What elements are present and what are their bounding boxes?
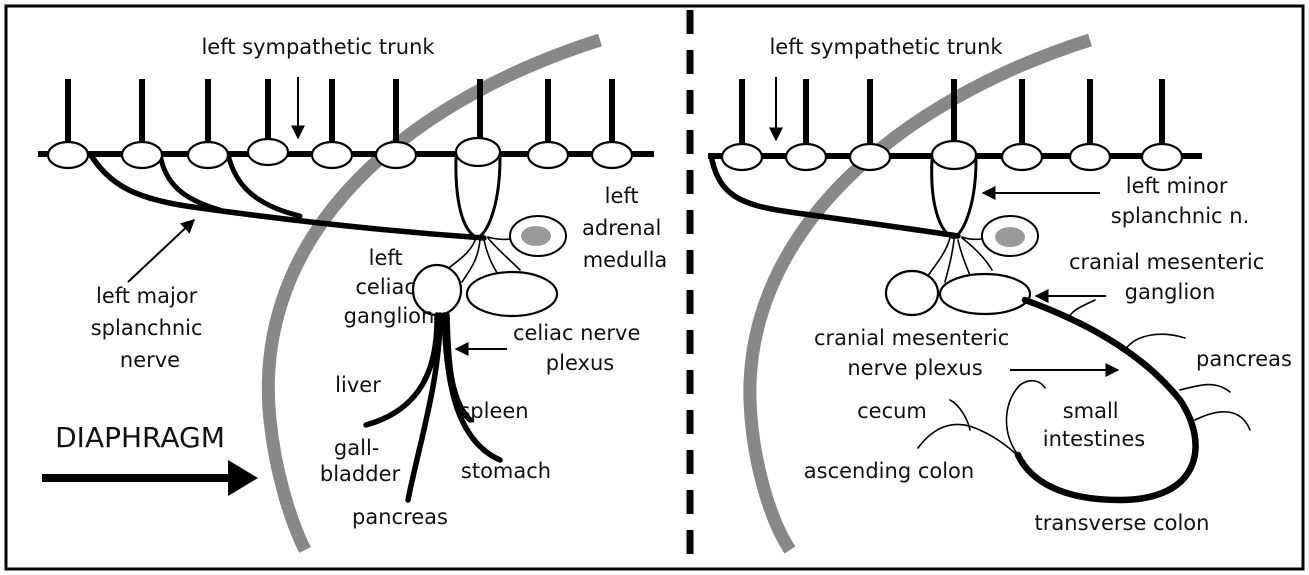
- right-cranial-mesenteric-ganglion: [940, 274, 1030, 314]
- organ-ascending-colon-label: ascending colon: [804, 459, 974, 483]
- diaphragm-label: DIAPHRAGM: [55, 421, 225, 454]
- left-rami: [68, 79, 612, 152]
- right-sympathetic-trunk-label: left sympathetic trunk: [769, 35, 1003, 59]
- right-panel: left sympathetic trunk left minor splanc…: [708, 35, 1292, 550]
- organ-pancreas-label-right: pancreas: [1196, 347, 1292, 371]
- left-adrenal-medulla: [521, 226, 551, 246]
- left-cranial-mesenteric-ganglion: [467, 272, 557, 316]
- left-major-splanchnic-label: left major splanchnic nerve: [91, 284, 210, 372]
- right-minor-splanchnic-label: left minor splanchnic n.: [1111, 174, 1250, 228]
- left-major-splanchnic-arrow: [128, 220, 194, 282]
- right-plexus-label: cranial mesenteric nerve plexus: [814, 326, 1016, 380]
- left-panel: left sympathetic trunk left major splanc…: [38, 35, 668, 550]
- right-celiac-ganglion: [886, 271, 938, 315]
- left-sympathetic-trunk-label: left sympathetic trunk: [201, 35, 435, 59]
- organ-liver-label: liver: [335, 373, 381, 397]
- organ-pancreas-label-left: pancreas: [352, 505, 448, 529]
- organ-small-intestines-label: small intestines: [1043, 399, 1145, 451]
- organ-transverse-colon-label: transverse colon: [1035, 511, 1210, 535]
- organ-cecum-label: cecum: [857, 399, 927, 423]
- left-celiac-ganglion-label: left celiac ganglion: [344, 246, 435, 328]
- right-adrenal-medulla: [995, 227, 1025, 247]
- organ-spleen-label: spleen: [459, 399, 528, 423]
- organ-gallbladder-label: gall- bladder: [320, 436, 401, 486]
- left-celiac-plexus-label: celiac nerve plexus: [513, 321, 647, 375]
- diaphragm-arrow-head: [228, 460, 258, 496]
- left-adrenal-medulla-label: left adrenal medulla: [582, 184, 668, 272]
- right-minor-splanchnic-loop: [932, 160, 976, 238]
- left-trunk-ganglia: [48, 138, 632, 168]
- left-minor-splanchnic-loop: [456, 158, 500, 238]
- organ-stomach-label: stomach: [461, 459, 551, 483]
